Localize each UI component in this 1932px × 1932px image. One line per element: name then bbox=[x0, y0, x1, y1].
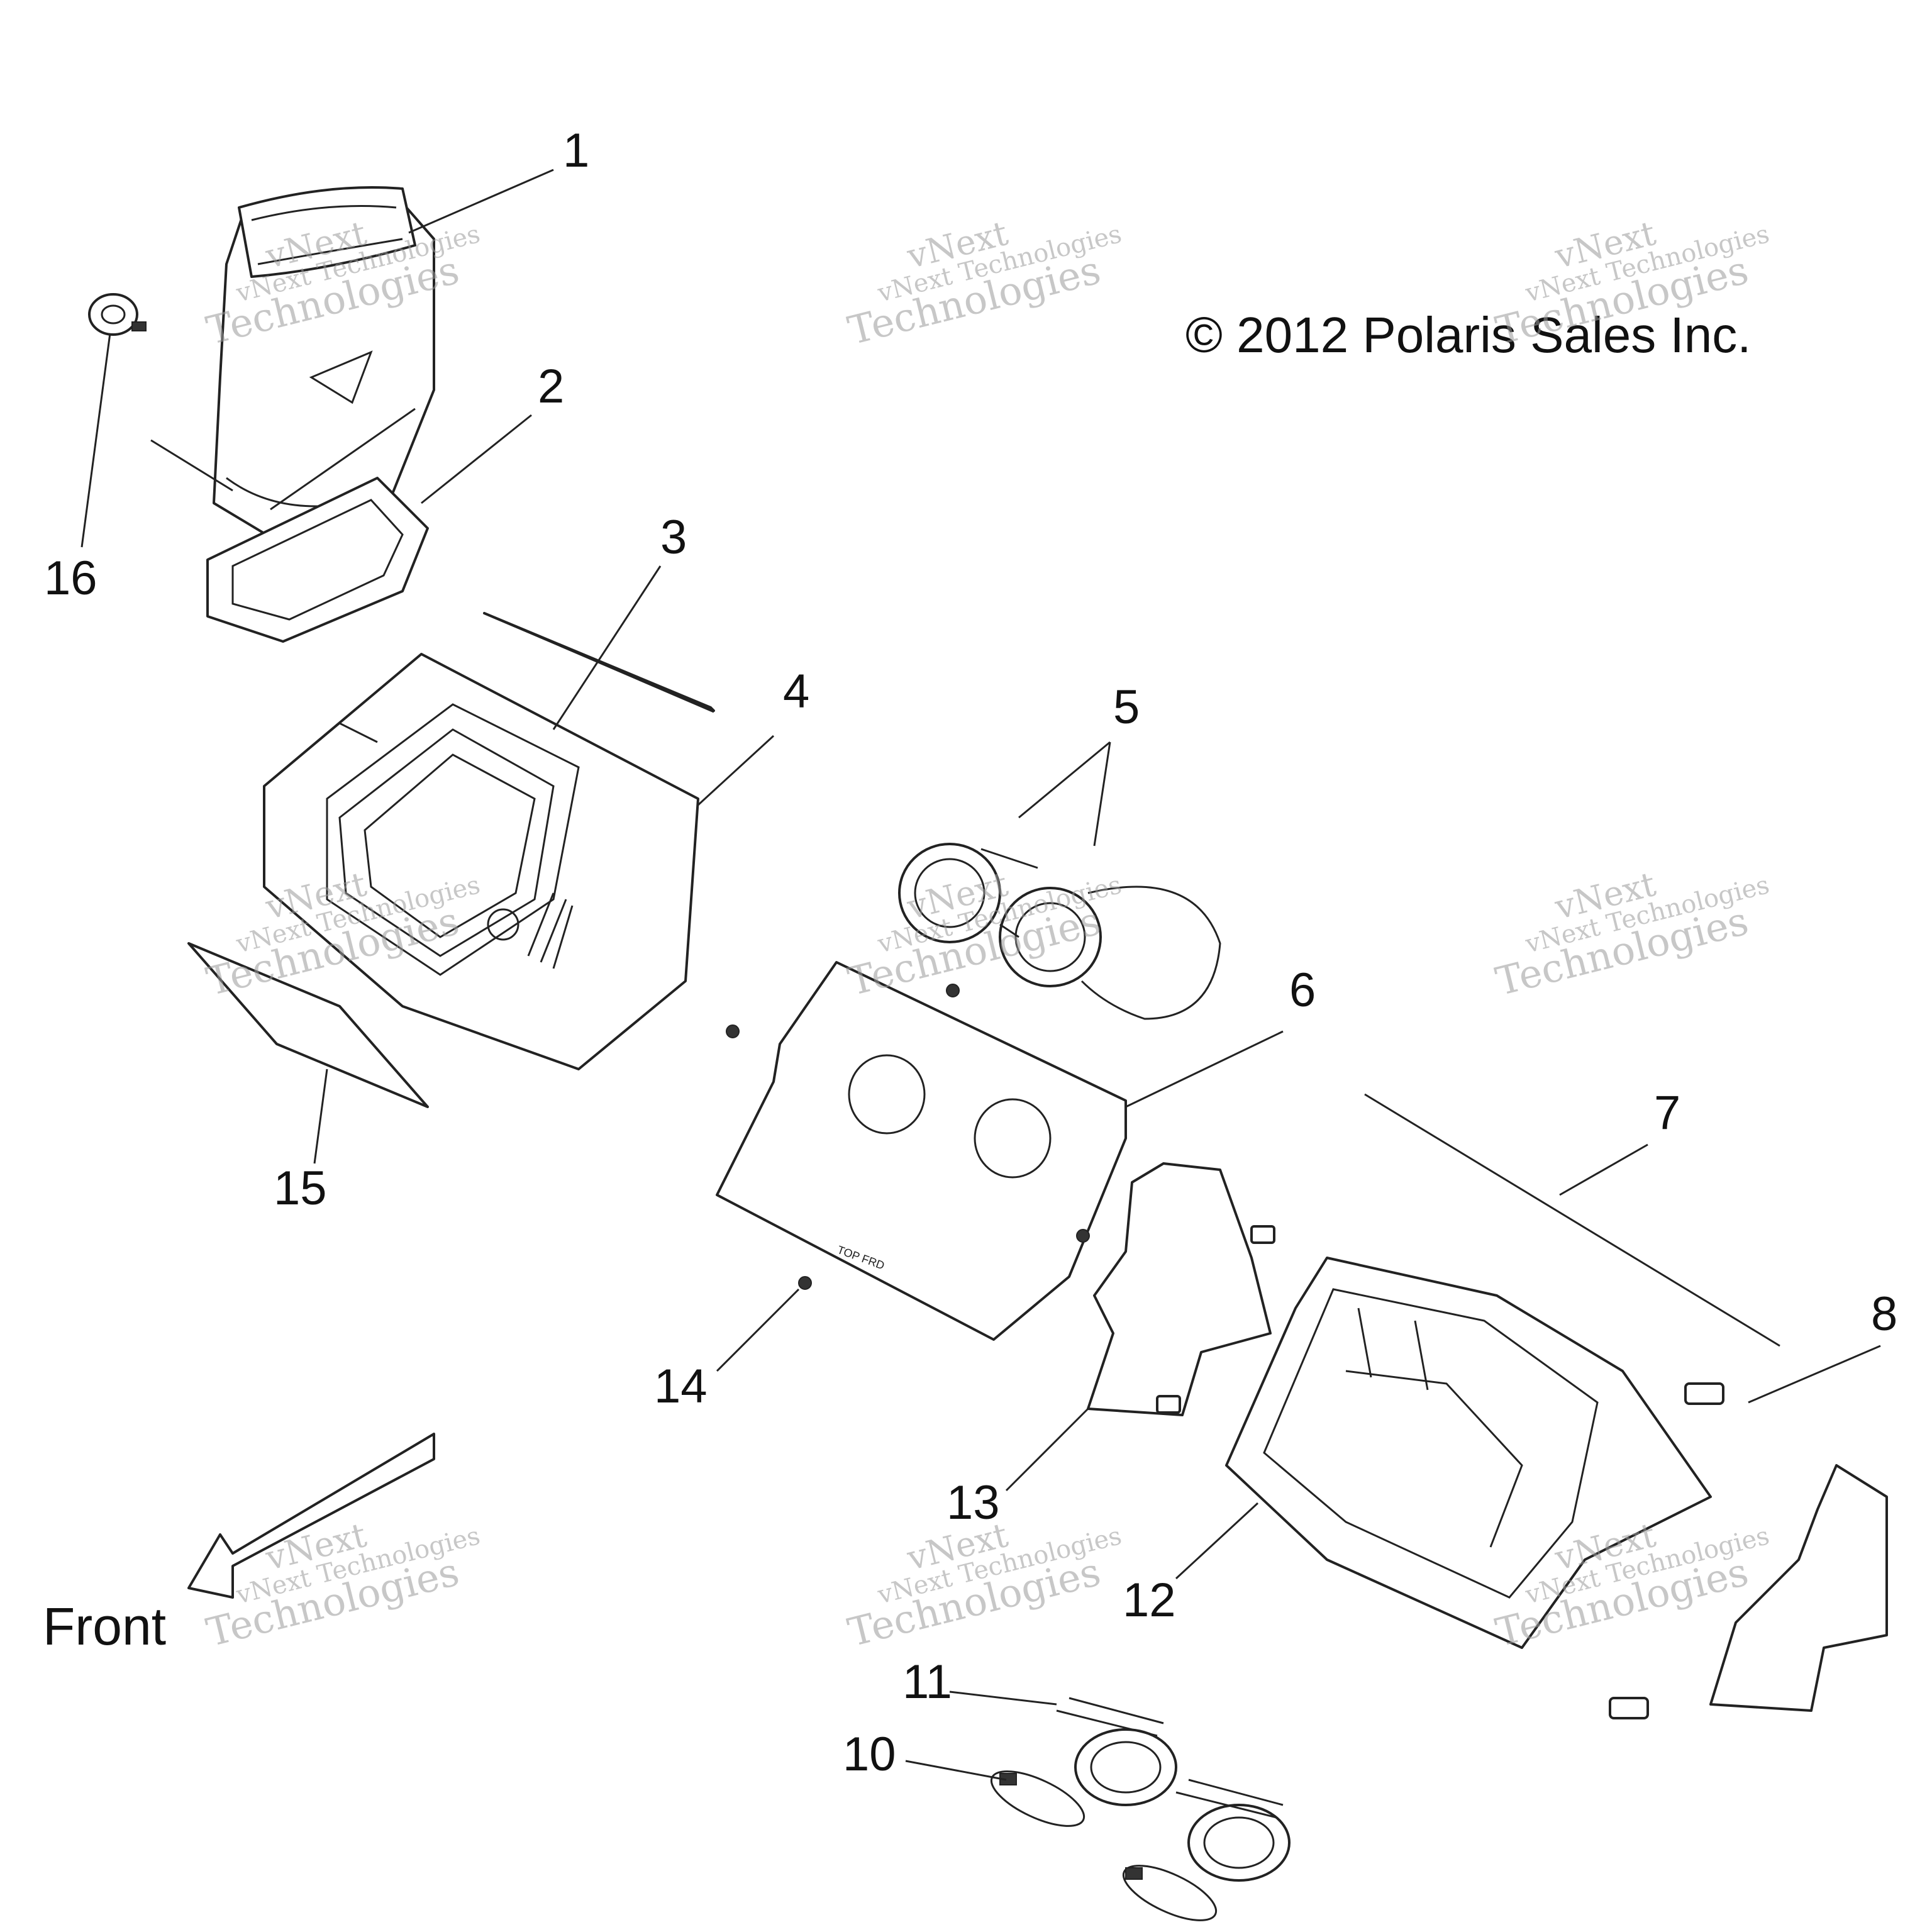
callout-7: 7 bbox=[1654, 1086, 1680, 1140]
screws bbox=[726, 984, 1090, 1290]
part-8-clips bbox=[1156, 1225, 1724, 1719]
callout-13: 13 bbox=[947, 1476, 1000, 1530]
callout-10: 10 bbox=[843, 1728, 896, 1781]
front-arrow-icon bbox=[187, 1433, 435, 1599]
part-6-mounting-plate: TOP FRD bbox=[716, 961, 1127, 1341]
part-1-intake-duct bbox=[213, 186, 435, 542]
part-7-seal-strip bbox=[1364, 1093, 1780, 1347]
callout-4: 4 bbox=[783, 665, 809, 718]
front-label: Front bbox=[43, 1597, 166, 1656]
part-16-clamp bbox=[88, 293, 147, 336]
callout-1: 1 bbox=[563, 124, 589, 177]
callout-5: 5 bbox=[1113, 680, 1140, 734]
callout-11: 11 bbox=[902, 1655, 952, 1709]
callout-12: 12 bbox=[1123, 1574, 1176, 1627]
part-10-hose-clamps bbox=[990, 1770, 1218, 1921]
part-2-gasket bbox=[206, 477, 429, 643]
part-11-couplers bbox=[1056, 1697, 1291, 1882]
callout-16: 16 bbox=[44, 552, 97, 605]
callout-3: 3 bbox=[660, 511, 687, 564]
right-side-panel bbox=[1709, 1464, 1888, 1712]
part-5-intake-boots bbox=[898, 843, 1221, 1020]
callouts: 1 2 3 4 5 6 7 8 10 11 12 13 14 15 16 bbox=[44, 124, 1897, 1781]
callout-15: 15 bbox=[274, 1162, 327, 1215]
watermarks: vNext Technologies vNext Technologies vN… bbox=[202, 213, 1772, 1656]
copyright-notice: © 2012 Polaris Sales Inc. bbox=[1185, 307, 1751, 363]
part-4-airbox-cover bbox=[263, 653, 699, 1070]
callout-6: 6 bbox=[1289, 963, 1316, 1017]
callout-8: 8 bbox=[1871, 1287, 1897, 1341]
callout-14: 14 bbox=[654, 1360, 708, 1413]
part-13-side-panel bbox=[1087, 1162, 1272, 1416]
callout-2: 2 bbox=[538, 360, 564, 413]
part-12-airbox-base bbox=[1225, 1257, 1712, 1649]
leader-lines bbox=[80, 169, 1881, 1781]
part-3-filter-seal bbox=[483, 612, 715, 713]
part-15-filter-sheet bbox=[187, 942, 429, 1108]
